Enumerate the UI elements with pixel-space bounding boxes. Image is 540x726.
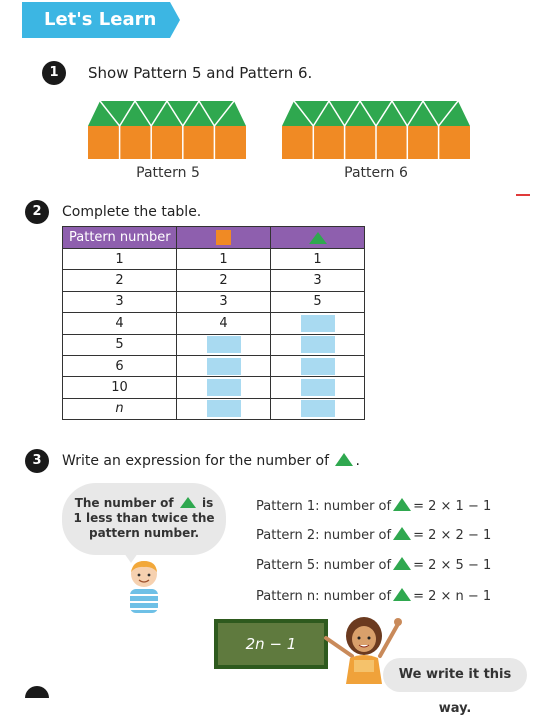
header-triangles xyxy=(270,226,365,249)
cell-triangles-blank[interactable] xyxy=(270,333,365,356)
table-row: n xyxy=(62,397,365,421)
equation-lead: Pattern 1: number of xyxy=(256,499,392,514)
equation-rhs: = 2 × 5 − 1 xyxy=(413,558,492,573)
speech-bubble-boy: The number of is 1 less than twice the p… xyxy=(62,483,226,555)
cell-squares: 2 xyxy=(176,269,271,292)
answer-box[interactable] xyxy=(300,314,335,332)
question-3-text: Write an expression for the number of . xyxy=(62,453,360,469)
bubble-line-1: The number of is xyxy=(62,496,226,511)
cell-pattern-number: 3 xyxy=(62,290,177,314)
cell-triangles-blank[interactable] xyxy=(270,397,365,421)
header-pattern-number: Pattern number xyxy=(62,226,177,249)
equation-rhs: = 2 × 1 − 1 xyxy=(413,499,492,514)
cell-triangles: 1 xyxy=(270,247,365,271)
question-3-text-after: . xyxy=(355,453,360,469)
girl-character-illustration xyxy=(324,617,402,684)
orange-square-icon xyxy=(216,230,231,245)
green-triangle-icon xyxy=(393,527,412,540)
pattern-table: Pattern number 1 1 1 2 2 3 3 3 5 4 4 5 6… xyxy=(62,226,365,421)
cell-triangles-blank[interactable] xyxy=(270,354,365,378)
green-triangle-icon xyxy=(308,231,327,244)
question-3-text-before: Write an expression for the number of xyxy=(62,453,329,469)
cell-squares: 1 xyxy=(176,247,271,271)
equation-pattern-5: Pattern 5: number of = 2 × 5 − 1 xyxy=(256,557,491,573)
boy-character-illustration xyxy=(130,561,158,613)
cell-triangles-blank[interactable] xyxy=(270,312,365,335)
speech-bubble-girl: We write it this way. xyxy=(383,658,527,716)
equation-pattern-n: Pattern n: number of = 2 × n − 1 xyxy=(256,588,491,604)
question-2-badge: 2 xyxy=(25,200,49,224)
bubble-post: is xyxy=(202,496,214,510)
cell-pattern-number: 10 xyxy=(62,376,177,399)
table-row: 2 2 3 xyxy=(62,269,365,292)
cell-pattern-number: n xyxy=(62,397,177,421)
green-triangle-icon xyxy=(335,453,354,466)
equation-pattern-1: Pattern 1: number of = 2 × 1 − 1 xyxy=(256,498,491,514)
answer-box[interactable] xyxy=(206,336,241,354)
equation-lead: Pattern 5: number of xyxy=(256,558,392,573)
chalkboard: 2n − 1 xyxy=(214,619,328,669)
pattern-6-triangles xyxy=(282,101,470,128)
lets-learn-banner: Let's Learn xyxy=(22,2,180,38)
answer-box[interactable] xyxy=(300,336,335,354)
bubble-line-2: 1 less than twice the xyxy=(73,511,215,525)
table-row: 6 xyxy=(62,354,365,378)
cell-squares-blank[interactable] xyxy=(176,397,271,421)
question-1-text: Show Pattern 5 and Pattern 6. xyxy=(88,64,313,82)
green-triangle-icon xyxy=(393,557,412,570)
cell-squares-blank[interactable] xyxy=(176,376,271,399)
equation-lead: Pattern n: number of xyxy=(256,589,392,604)
pattern-5-triangles xyxy=(88,101,246,128)
pattern-5-figure xyxy=(88,101,246,159)
cell-squares-blank[interactable] xyxy=(176,354,271,378)
pattern-6-figure xyxy=(282,101,470,159)
cell-pattern-number: 1 xyxy=(62,247,177,271)
green-triangle-icon xyxy=(179,497,196,508)
equation-rhs: = 2 × n − 1 xyxy=(413,589,492,604)
answer-box[interactable] xyxy=(206,379,241,397)
cell-triangles-blank[interactable] xyxy=(270,376,365,399)
cell-pattern-number: 2 xyxy=(62,269,177,292)
table-row: 3 3 5 xyxy=(62,290,365,314)
cell-pattern-number: 5 xyxy=(62,333,177,356)
answer-box[interactable] xyxy=(300,400,335,418)
bubble-pre: The number of xyxy=(74,496,174,510)
bubble-line-3: pattern number. xyxy=(88,526,200,540)
answer-box[interactable] xyxy=(300,379,335,397)
table-row: 4 4 xyxy=(62,312,365,335)
table-row: 5 xyxy=(62,333,365,356)
question-1-badge: 1 xyxy=(42,61,66,85)
table-header-row: Pattern number xyxy=(62,226,365,249)
cell-pattern-number: 4 xyxy=(62,312,177,335)
cell-squares: 4 xyxy=(176,312,271,335)
cell-triangles: 5 xyxy=(270,290,365,314)
margin-mark xyxy=(516,194,530,196)
table-row: 10 xyxy=(62,376,365,399)
equation-rhs: = 2 × 2 − 1 xyxy=(413,528,492,543)
equation-pattern-2: Pattern 2: number of = 2 × 2 − 1 xyxy=(256,527,491,543)
header-squares xyxy=(176,226,271,249)
bubble-tail xyxy=(124,553,138,563)
cell-triangles: 3 xyxy=(270,269,365,292)
pattern-5-label: Pattern 5 xyxy=(136,165,200,181)
pattern-5-squares xyxy=(88,126,246,159)
green-triangle-icon xyxy=(393,588,412,601)
table-row: 1 1 1 xyxy=(62,247,365,271)
cell-pattern-number: 6 xyxy=(62,354,177,378)
answer-box[interactable] xyxy=(300,357,335,375)
question-3-badge: 3 xyxy=(25,449,49,473)
equation-lead: Pattern 2: number of xyxy=(256,528,392,543)
answer-box[interactable] xyxy=(206,400,241,418)
answer-box[interactable] xyxy=(206,357,241,375)
pattern-6-squares xyxy=(282,126,470,159)
pattern-6-label: Pattern 6 xyxy=(344,165,408,181)
question-2-text: Complete the table. xyxy=(62,204,202,220)
question-4-badge-partial xyxy=(25,686,49,698)
cell-squares-blank[interactable] xyxy=(176,333,271,356)
green-triangle-icon xyxy=(393,498,412,511)
cell-squares: 3 xyxy=(176,290,271,314)
